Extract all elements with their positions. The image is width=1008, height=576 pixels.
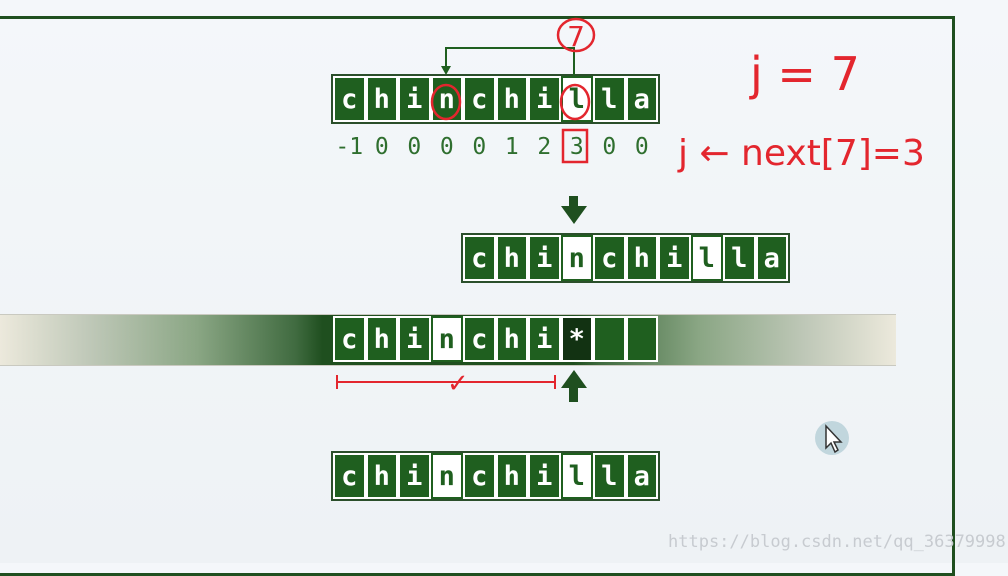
text-band-cell: c — [463, 316, 496, 362]
pattern-shifted-cell: i — [528, 235, 561, 281]
text-band-cell — [593, 316, 626, 362]
mouse-cursor-icon — [815, 421, 849, 455]
pattern-bottom-cell: n — [430, 453, 463, 499]
pattern-top-cell: a — [625, 76, 658, 122]
down-arrow-shaft — [569, 196, 578, 210]
next-value: 0 — [439, 134, 454, 160]
pattern-shifted-cell: h — [625, 235, 658, 281]
circle-l-icon — [559, 83, 591, 121]
box-three-icon — [561, 128, 589, 164]
pattern-top-cell: l — [593, 76, 626, 122]
pattern-shifted-cell: a — [755, 235, 788, 281]
pattern-bottom-cell: l — [593, 453, 626, 499]
next-value: 3 — [569, 134, 584, 160]
pattern-top-cell: c — [463, 76, 496, 122]
next-value: 0 — [472, 134, 487, 160]
next-value: 0 — [634, 134, 649, 160]
jump-arrowhead-icon — [441, 66, 451, 75]
text-band-cell: n — [430, 316, 463, 362]
pattern-top-cell: h — [365, 76, 398, 122]
pattern-shifted-cell: l — [723, 235, 756, 281]
text-band-cell: h — [495, 316, 528, 362]
pattern-shifted-cell: c — [593, 235, 626, 281]
pattern-shifted-cell: n — [560, 235, 593, 281]
pattern-bottom-cell: c — [463, 453, 496, 499]
text-band-cell: c — [333, 316, 366, 362]
text-band-cell: i — [398, 316, 431, 362]
pattern-top-cell: c — [333, 76, 366, 122]
pattern-shifted-cell: l — [690, 235, 723, 281]
jump-bracket-line — [445, 47, 575, 76]
next-value: 0 — [374, 134, 389, 160]
next-value: -1 — [335, 134, 364, 160]
text-band-cell: i — [528, 316, 561, 362]
pattern-top-cell: h — [495, 76, 528, 122]
down-arrow-icon — [561, 206, 587, 224]
next-value: 2 — [537, 134, 552, 160]
up-arrow-icon — [561, 370, 587, 388]
text-band-cell — [625, 316, 658, 362]
circle-n-icon — [430, 83, 462, 121]
pattern-bottom-cell: i — [528, 453, 561, 499]
next-value: 1 — [504, 134, 519, 160]
pattern-bottom-cell: a — [625, 453, 658, 499]
pattern-top-cell: i — [398, 76, 431, 122]
pattern-top-cell: i — [528, 76, 561, 122]
circled-number: 7 — [567, 20, 585, 53]
pattern-bottom-cell: c — [333, 453, 366, 499]
pattern-shifted-cell: h — [495, 235, 528, 281]
up-arrow-shaft — [569, 386, 578, 402]
pattern-bottom-cell: i — [398, 453, 431, 499]
watermark-text: https://blog.csdn.net/qq_36379998 — [668, 532, 1006, 552]
annotation-layer: 7 j = 7 j ← next[7]=3 ✓ — [336, 17, 925, 402]
pattern-shifted-cell: i — [658, 235, 691, 281]
text-band-cell: h — [365, 316, 398, 362]
circle-seven-icon — [556, 17, 596, 53]
j-equals-text: j = 7 — [749, 47, 860, 101]
next-value: 0 — [407, 134, 422, 160]
pattern-shifted-cell: c — [463, 235, 496, 281]
pattern-bottom-cell: h — [495, 453, 528, 499]
pattern-bottom-cell: h — [365, 453, 398, 499]
j-next-text: j ← next[7]=3 — [677, 133, 925, 174]
check-mark: ✓ — [447, 369, 469, 399]
next-value: 0 — [602, 134, 617, 160]
pattern-bottom-cell: l — [560, 453, 593, 499]
text-band-cell: * — [560, 316, 593, 362]
